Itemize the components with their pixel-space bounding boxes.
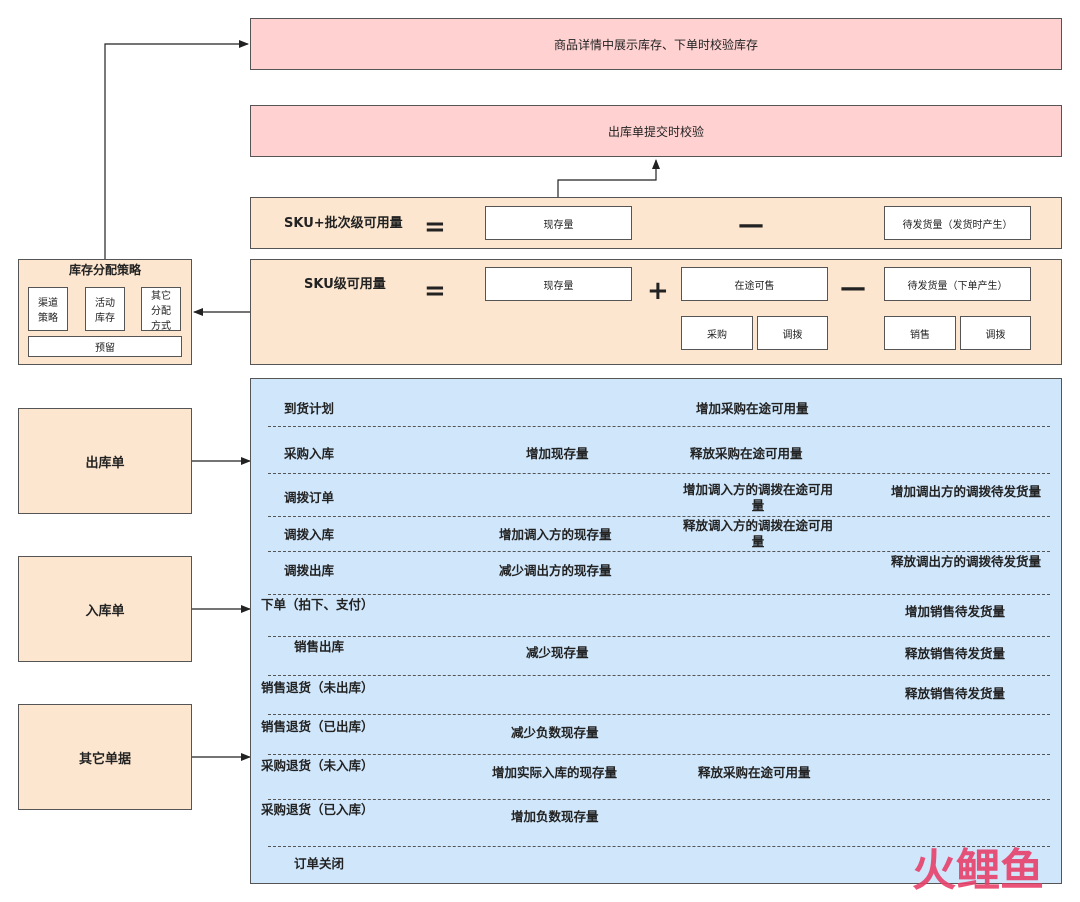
sku-equals-sign: = [424, 276, 446, 306]
outbound-submit-box: 出库单提交时校验 [250, 105, 1062, 157]
watermark-logo: 火鲤鱼 [912, 845, 1044, 896]
sku-plus-sign: + [647, 276, 669, 306]
outbound-doc-box: 出库单 [18, 408, 192, 514]
batch-equals-sign: = [424, 212, 446, 242]
arrow-onhand-to-submit [557, 159, 660, 206]
outbound-submit-text: 出库单提交时校验 [607, 124, 704, 139]
rule-event: 销售退货（已出库） [261, 719, 374, 734]
batch-on-hand-text: 现存量 [543, 219, 574, 231]
rule-event: 调拨出库 [284, 563, 335, 578]
batch-pending-text: 待发货量（发货时产生） [902, 219, 1013, 231]
inbound-doc-text: 入库单 [85, 603, 125, 619]
inbound-doc-box: 入库单 [18, 556, 192, 662]
sub-purchase-box: 采购 [681, 316, 753, 350]
sub-sales-text: 销售 [910, 329, 930, 341]
rule-event: 销售退货（未出库） [261, 680, 374, 695]
rule-separator [268, 846, 1050, 847]
rule-event: 调拨订单 [284, 490, 335, 505]
other-doc-box: 其它单据 [18, 704, 192, 810]
rule-col3: 释放销售待发货量 [905, 686, 1006, 701]
rule-col1: 增加调入方的现存量 [499, 527, 612, 542]
rule-separator [268, 799, 1050, 800]
sub-sales-box: 销售 [884, 316, 956, 350]
rule-col3: 增加销售待发货量 [905, 604, 1006, 619]
rule-event: 到货计划 [284, 401, 335, 416]
strategy-channel-text: 渠道策略 [38, 298, 58, 324]
rule-col2: 增加采购在途可用量 [696, 401, 809, 416]
rule-separator [268, 754, 1050, 755]
sub-transfer-in-box: 调拨 [757, 316, 828, 350]
arrow-strategy-to-detail [104, 40, 249, 260]
other-doc-text: 其它单据 [78, 751, 131, 767]
rule-event: 销售出库 [294, 639, 345, 654]
rule-event: 采购退货（已入库） [261, 802, 374, 817]
strategy-other-text: 其它分配方式 [151, 290, 171, 332]
rule-separator [268, 675, 1050, 676]
rule-col1: 减少负数现存量 [511, 725, 599, 740]
sub-transfer-out-text: 调拨 [985, 329, 1006, 341]
rule-col1: 减少现存量 [526, 645, 589, 660]
rule-event: 调拨入库 [284, 527, 335, 542]
batch-minus-sign: — [738, 210, 764, 240]
rule-separator [268, 551, 1050, 552]
strategy-title: 库存分配策略 [68, 263, 141, 277]
strategy-reserve-text: 预留 [95, 343, 115, 354]
sku-on-hand-box: 现存量 [485, 267, 632, 301]
rule-col1: 增加实际入库的现存量 [492, 765, 618, 780]
rule-separator [268, 426, 1050, 427]
sub-purchase-text: 采购 [707, 329, 727, 341]
strategy-activity-box: 活动库存 [85, 287, 125, 331]
sub-transfer-out-box: 调拨 [960, 316, 1031, 350]
batch-on-hand-box: 现存量 [485, 206, 632, 240]
outbound-doc-text: 出库单 [85, 455, 125, 471]
sku-on-hand-text: 现存量 [543, 280, 574, 292]
strategy-activity-text: 活动库存 [95, 298, 115, 324]
strategy-channel-box: 渠道策略 [28, 287, 68, 331]
rule-col1: 增加现存量 [526, 446, 589, 461]
batch-pending-box: 待发货量（发货时产生） [884, 206, 1031, 240]
rule-event: 下单（拍下、支付） [261, 597, 374, 612]
sku-pending-box: 待发货量（下单产生） [884, 267, 1031, 301]
rule-col3: 释放销售待发货量 [905, 646, 1006, 661]
rule-col3: 释放调出方的调拨待发货量 [890, 554, 1041, 569]
sku-minus-sign: — [840, 273, 866, 303]
strategy-reserve-box: 预留 [28, 336, 182, 357]
strategy-other-box: 其它分配方式 [141, 287, 181, 332]
rule-separator [268, 714, 1050, 715]
rule-separator [268, 594, 1050, 595]
rule-col2: 释放采购在途可用量 [690, 446, 803, 461]
rule-col2: 释放调入方的调拨在途可用量 [682, 518, 833, 549]
rule-event: 订单关闭 [294, 856, 345, 871]
product-detail-box: 商品详情中展示库存、下单时校验库存 [250, 18, 1062, 70]
rule-col2: 增加调入方的调拨在途可用量 [682, 482, 833, 513]
sku-in-transit-text: 在途可售 [734, 280, 775, 292]
sku-pending-text: 待发货量（下单产生） [907, 280, 1008, 292]
sku-available-label: SKU级可用量 [304, 277, 386, 292]
sub-transfer-in-text: 调拨 [782, 329, 803, 341]
rule-separator [268, 636, 1050, 637]
rule-event: 采购退货（未入库） [261, 758, 374, 773]
rule-col2: 释放采购在途可用量 [698, 765, 811, 780]
batch-available-label: SKU+批次级可用量 [284, 216, 403, 231]
rule-separator [268, 473, 1050, 474]
sku-in-transit-box: 在途可售 [681, 267, 828, 301]
rule-col1: 减少调出方的现存量 [499, 563, 612, 578]
rule-col1: 增加负数现存量 [511, 809, 599, 824]
product-detail-text: 商品详情中展示库存、下单时校验库存 [553, 37, 758, 52]
rule-col3: 增加调出方的调拨待发货量 [890, 484, 1041, 499]
rule-event: 采购入库 [284, 446, 335, 461]
rule-separator [268, 516, 1050, 517]
